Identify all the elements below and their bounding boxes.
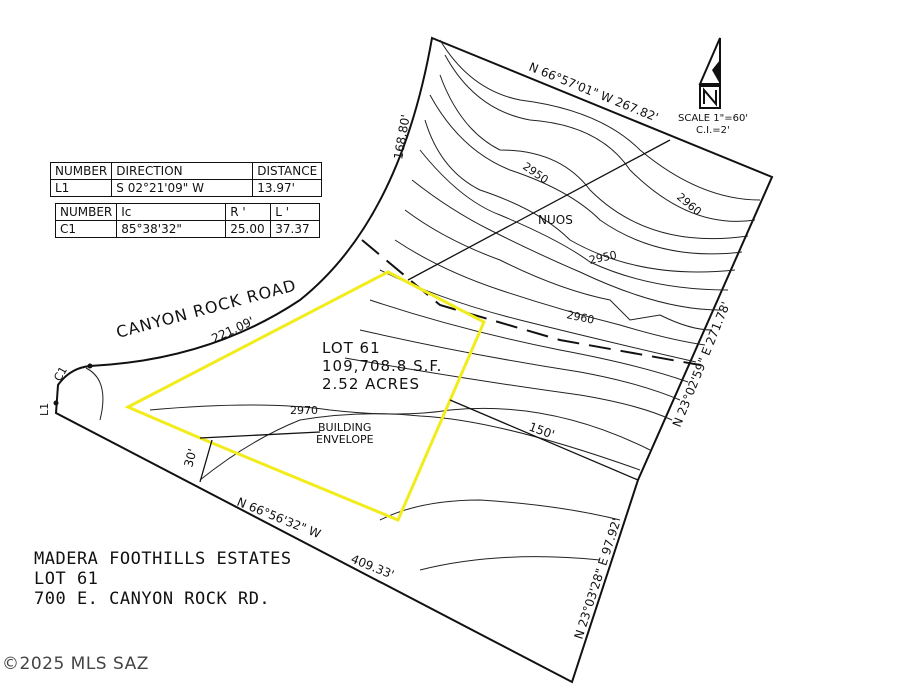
lot-area-acres-label: 2.52 ACRES <box>322 375 420 393</box>
title-block: MADERA FOOTHILLS ESTATES LOT 61 700 E. C… <box>34 549 292 609</box>
curve-point <box>53 400 59 406</box>
table-header-cell: NUMBER <box>54 203 118 221</box>
curve-point <box>87 363 93 369</box>
contour-line <box>439 39 761 201</box>
table-header-cell: Ic <box>116 203 227 221</box>
curve-table: NUMBER Ic R ' L ' C1 85°38'32" 25.00 37.… <box>54 203 321 238</box>
table-header-cell: R ' <box>225 203 272 221</box>
scale-label: SCALE 1"=60' <box>678 113 748 124</box>
table-cell: C1 <box>54 220 118 238</box>
leader-lines <box>199 139 671 483</box>
contour-line <box>344 357 673 421</box>
lot-area-sf-label: 109,708.8 S.F. <box>322 357 442 375</box>
table-header-row: NUMBER DIRECTION DISTANCE <box>49 162 323 180</box>
contour-label: 2950 <box>520 160 550 187</box>
contour-label: 2960 <box>565 308 595 327</box>
contour-line <box>424 119 736 273</box>
contour-line <box>444 54 756 222</box>
table-row: L1 S 02°21'09" W 13.97' <box>49 179 323 197</box>
nuos-leader-line <box>407 139 671 281</box>
envelope-label: ENVELOPE <box>316 433 374 446</box>
table-cell: 25.00 <box>225 220 272 238</box>
table-cell: 85°38'32" <box>116 220 227 238</box>
bearing-top-label: N 66°57'01" W 267.82' <box>527 60 660 125</box>
north-arrow-icon <box>698 37 721 109</box>
contour-line <box>379 269 697 363</box>
parcel-boundary <box>54 36 774 684</box>
table-cell: S 02°21'09" W <box>111 179 254 197</box>
contour-line <box>419 556 601 571</box>
building-envelope-leader-line <box>199 431 321 439</box>
bearing-right-lower-label: N 23°03'28" E 97.92' <box>572 517 624 641</box>
building-envelope <box>124 270 486 522</box>
contour-label: 2950 <box>588 248 618 267</box>
lot-name-label: LOT 61 <box>322 339 381 357</box>
contour-line <box>404 209 713 331</box>
property-address: 700 E. CANYON ROCK RD. <box>34 589 271 609</box>
table-cell: 13.97' <box>252 179 323 197</box>
lot-number: LOT 61 <box>34 569 99 589</box>
contour-line <box>439 74 749 240</box>
setback-150-leader-line <box>449 399 639 481</box>
contour-line <box>369 299 689 383</box>
table-header-row: NUMBER Ic R ' L ' <box>54 203 321 221</box>
bearing-bottom-label: N 66°56'32" W <box>235 495 323 541</box>
contour-line <box>149 404 651 451</box>
building-label: BUILDING <box>318 421 371 434</box>
contour-line <box>429 94 743 255</box>
table-header-cell: DISTANCE <box>252 162 323 180</box>
distance-road-label: 221.09' <box>209 314 256 346</box>
table-cell: 37.37 <box>270 220 321 238</box>
contour-line <box>394 239 706 346</box>
table-header-cell: L ' <box>270 203 321 221</box>
setback-30-label: 30' <box>181 447 199 469</box>
subdivision-name: MADERA FOOTHILLS ESTATES <box>34 549 292 569</box>
contour-label: 2970 <box>290 404 318 417</box>
nuos-label: NUOS <box>538 213 573 227</box>
contour-line <box>419 149 729 291</box>
table-header-cell: DIRECTION <box>111 162 254 180</box>
c1-label: C1 <box>51 364 70 383</box>
line-table: NUMBER DIRECTION DISTANCE L1 S 02°21'09"… <box>49 162 323 197</box>
table-cell: L1 <box>49 179 113 197</box>
contour-label: 2960 <box>674 190 704 218</box>
contour-line <box>379 499 621 521</box>
distance-left-label: 168.80' <box>391 113 413 160</box>
contour-interval-label: C.I.=2' <box>696 125 730 136</box>
contour-line <box>359 329 681 401</box>
table-row: C1 85°38'32" 25.00 37.37 <box>54 220 321 238</box>
bearing-right-label: N 23°02'59" E 271.78' <box>670 300 733 429</box>
contour-line <box>85 367 104 421</box>
contour-line <box>411 179 721 311</box>
setback-30-dimension-line <box>199 439 213 483</box>
l1-label: L1 <box>38 403 51 416</box>
setback-dashed-line <box>361 239 701 366</box>
copyright-watermark: ©2025 MLS SAZ <box>2 654 149 674</box>
table-header-cell: NUMBER <box>49 162 113 180</box>
